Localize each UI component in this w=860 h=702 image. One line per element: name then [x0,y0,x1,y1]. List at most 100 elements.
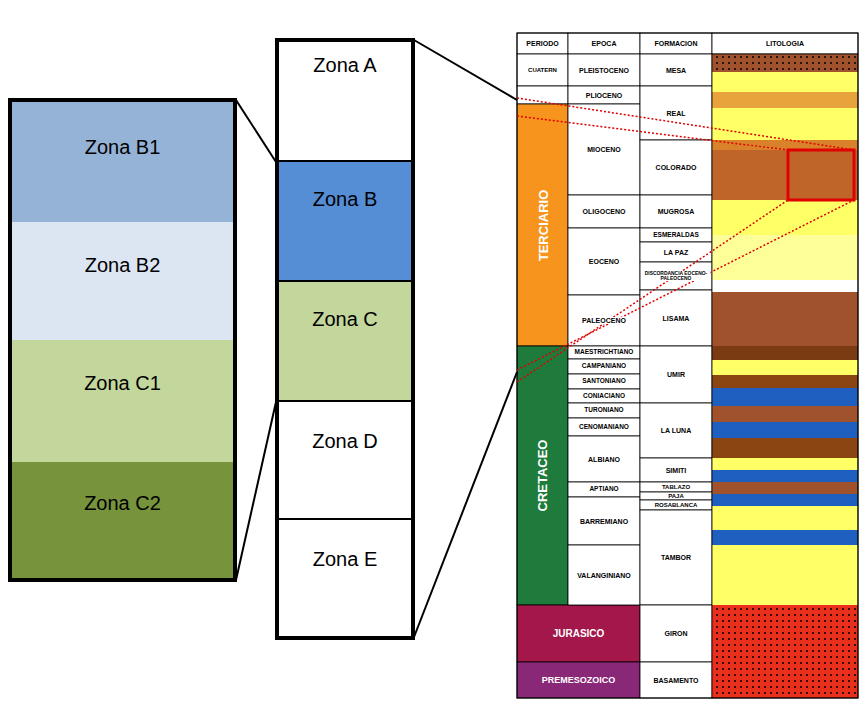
table-cell [640,510,712,605]
table-cell [568,346,640,359]
zone-label: Zona C [279,308,411,331]
table-cell-text: ROSABLANCA [654,502,699,508]
table-cell [568,403,640,418]
zoom-line [236,100,276,162]
table-cell-box: EPOCA [568,33,640,54]
zone-box: Zona C2 [12,462,233,578]
zone-label: Zona C1 [12,372,233,395]
table-cell-text: PERIODO [525,40,559,47]
table-cell [712,33,858,54]
zone-box: Zona D [279,402,411,520]
zone-box: Zona C1 [12,340,233,462]
zone-label: Zona B2 [12,254,233,277]
table-cell-box: TERCIARIO [517,104,568,346]
zone-frame: Zona B1 Zona B2 Zona C1 Zona C2 [8,98,237,582]
table-cell-text: PLIOCENO [585,92,624,99]
table-cell-box: MESA [640,54,712,86]
table-cell [640,662,712,698]
table-cell [568,195,640,228]
lithology-band [712,605,858,662]
zoom-line [517,116,788,150]
table-cell-box: EOCENO [568,228,640,295]
table-cell-text: CONIACIANO [582,393,626,400]
lithology-band [712,438,858,458]
table-cell-box: SANTONIANO [568,374,640,389]
lithology-band [712,375,858,388]
lithology-band [712,360,858,375]
table-cell [640,458,712,482]
table-cell-box: LA PAZ [640,242,712,262]
table-cell [640,492,712,500]
table-cell-text: LA LUNA [660,427,692,434]
table-cell-box: OLIGOCENO [568,195,640,228]
table-cell [568,545,640,605]
table-cell [568,228,640,295]
table-cell-text: CENOMANIANO [578,424,630,431]
lithology-band [712,150,858,200]
table-cell-box: PREMESOZOICO [517,662,640,698]
table-cell-text: MUGROSA [657,208,696,215]
table-cell-box: TAMBOR [640,510,712,605]
table-cell-text: TERCIARIO [536,188,549,262]
zone-box: Zona C [279,282,411,402]
zone-frame: Zona A Zona B Zona C Zona DZona E [275,38,415,640]
table-cell [640,140,712,195]
table-cell-text: UMIR [666,371,686,378]
period-band [517,662,640,698]
lithology-band [712,506,858,530]
table-cell-text: MAESTRICHTIANO [574,349,635,356]
zone-label: Zona B [279,188,411,211]
lithology-band [712,422,858,438]
table-cell-box: BARREMIANO [568,497,640,545]
table-cell-box: CAMPANIANO [568,359,640,374]
table-cell-text: PLEISTOCENO [578,67,630,74]
table-cell-text: GIRON [664,630,689,637]
table-cell-text: TURONIANO [583,407,624,414]
zone-box: Zona E [279,520,411,636]
table-cell [517,54,568,86]
table-cell-box: MAESTRICHTIANO [568,346,640,359]
table-cell [568,436,640,482]
table-cell-box: APTIANO [568,482,640,497]
table-cell-box: TABLAZO [640,482,712,492]
table-cell-box: CENOMANIANO [568,418,640,436]
lithology-band [712,92,858,108]
zone-label: Zona B1 [12,136,233,159]
zone-box: Zona A [279,42,411,162]
table-cell-box: DISCORDANCIA EOCENO-PALEOCENO [640,262,712,290]
table-cell-text: CAMPANIANO [581,363,627,370]
table-cell [568,497,640,545]
lithology-band [712,235,858,280]
table-cell [712,54,858,698]
table-cell [640,290,712,346]
table-cell-box: TURONIANO [568,403,640,418]
zoom-line [236,402,276,580]
table-cell-box: BASAMENTO [640,662,712,698]
table-cell-box: LA LUNA [640,403,712,458]
table-cell-text: COLORADO [655,164,698,171]
lithology-band [712,406,858,422]
table-cell [568,86,640,104]
table-cell [640,482,712,492]
table-cell-text: OLIGOCENO [582,208,627,215]
period-band [517,346,568,605]
zone-box: Zona B [279,162,411,282]
table-cell [640,33,712,54]
table-cell-box: ESMERALDAS [640,228,712,242]
table-cell [640,346,712,403]
table-cell-box: JURASICO [517,605,640,662]
table-cell [517,33,568,54]
lithology-band [712,458,858,470]
table-cell-text: SIMITI [665,467,688,474]
lithology-band [712,54,858,72]
table-cell [640,54,712,86]
table-cell-text: DISCORDANCIA EOCENO-PALEOCENO [641,271,710,281]
lithology-band [712,662,858,698]
lithology-band [712,388,858,406]
table-cell-box: FORMACION [640,33,712,54]
table-cell-box: CONIACIANO [568,389,640,403]
table-cell [640,195,712,228]
lithology-band [712,482,858,494]
lithology-band [712,200,858,235]
